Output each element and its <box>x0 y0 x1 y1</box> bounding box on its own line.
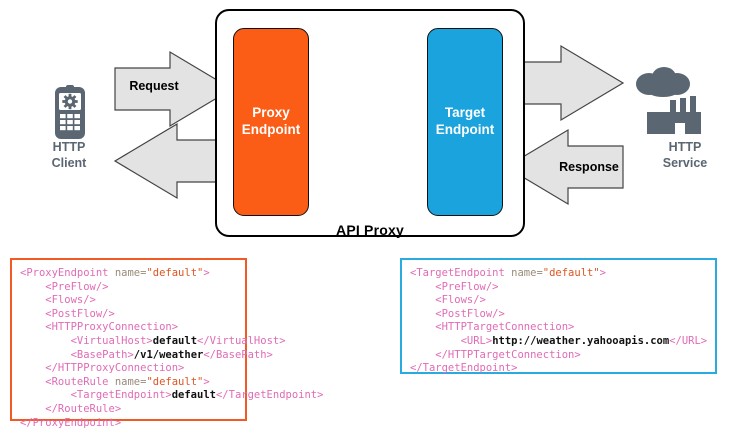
code-token: "default" <box>146 267 204 279</box>
code-token: <HTTPProxyConnection> <box>20 321 179 334</box>
code-token: <Flows/> <box>20 294 96 307</box>
code-line: <HTTPProxyConnection> <box>20 321 237 335</box>
code-line: <PostFlow/> <box>20 308 237 322</box>
code-line: <RouteRule name="default"> <box>20 376 237 390</box>
code-token: <BasePath> <box>20 348 134 361</box>
code-token: http://weather.yahooapis.com <box>492 334 670 347</box>
arrow-request <box>114 50 234 128</box>
code-line: <HTTPTargetConnection> <box>410 321 707 335</box>
code-token: </TargetEndpoint> <box>410 362 518 375</box>
code-token: name= <box>114 375 147 388</box>
code-token: <HTTPTargetConnection> <box>410 321 575 334</box>
code-line: </ProxyEndpoint> <box>20 417 237 431</box>
code-token: <Flows/> <box>410 294 486 307</box>
mobile-phone-gear-icon <box>55 85 85 139</box>
code-token: name= <box>114 267 147 279</box>
code-line: <PreFlow/> <box>410 281 707 295</box>
cloud-factory-icon <box>636 67 701 134</box>
code-token: <URL> <box>410 334 493 347</box>
code-line: <BasePath>/v1/weather</BasePath> <box>20 348 273 363</box>
code-token: <PostFlow/> <box>20 307 115 320</box>
code-token: </URL> <box>669 334 708 347</box>
request-label: Request <box>129 79 179 93</box>
code-token: "default" <box>146 375 204 388</box>
code-token: name= <box>511 267 543 279</box>
code-line: </HTTPTargetConnection> <box>410 349 707 363</box>
code-token: </VirtualHost> <box>197 334 286 347</box>
code-line: </TargetEndpoint> <box>410 362 707 376</box>
code-line: </RouteRule> <box>20 403 237 417</box>
code-token: > <box>203 267 210 279</box>
target-endpoint-xml-panel: <TargetEndpoint name="default"> <PreFlow… <box>400 258 717 374</box>
code-line: <VirtualHost>default</VirtualHost> <box>20 334 286 349</box>
code-line: <PreFlow/> <box>20 281 237 295</box>
code-token: </ProxyEndpoint> <box>20 416 122 429</box>
code-token: "default" <box>542 267 600 279</box>
code-token: > <box>203 375 210 388</box>
code-token: <PostFlow/> <box>410 307 505 320</box>
arrow-response <box>504 128 624 206</box>
api-proxy-label: API Proxy <box>336 222 404 238</box>
code-token: </BasePath> <box>203 348 273 361</box>
code-line: <TargetEndpoint name="default"> <box>410 267 707 281</box>
code-line: <PostFlow/> <box>410 308 707 322</box>
code-line: <Flows/> <box>20 294 237 308</box>
code-token: </TargetEndpoint> <box>215 389 324 402</box>
code-token: </HTTPTargetConnection> <box>410 348 581 361</box>
proxy-endpoint-xml-panel: <ProxyEndpoint name="default"> <PreFlow/… <box>10 258 324 429</box>
code-token: > <box>599 267 606 279</box>
code-line: <TargetEndpoint>default</TargetEndpoint> <box>20 389 324 403</box>
code-token: /v1/weather <box>133 348 204 361</box>
code-line: <URL>http://weather.yahooapis.com</URL> <box>410 334 708 349</box>
code-line: </HTTPProxyConnection> <box>20 362 237 376</box>
code-token: <VirtualHost> <box>20 334 153 347</box>
code-token: </RouteRule> <box>20 402 122 415</box>
code-token: <PreFlow/> <box>20 280 109 293</box>
code-token: <RouteRule <box>20 375 115 388</box>
code-line: <Flows/> <box>410 294 707 308</box>
code-token: <TargetEndpoint <box>410 267 512 279</box>
code-token: default <box>171 389 216 402</box>
code-token: default <box>152 334 198 347</box>
code-line: <ProxyEndpoint name="default"> <box>20 267 237 281</box>
code-token: <ProxyEndpoint <box>20 267 115 279</box>
response-label: Response <box>559 160 619 174</box>
code-token: <PreFlow/> <box>410 280 499 293</box>
code-token: </HTTPProxyConnection> <box>20 362 185 375</box>
code-token: <TargetEndpoint> <box>20 389 172 402</box>
